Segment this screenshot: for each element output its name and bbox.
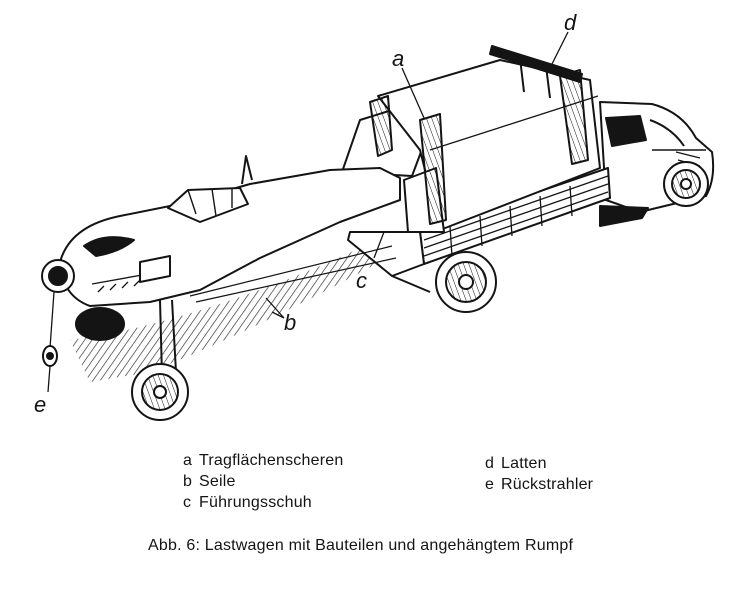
legend-item-e: e Rückstrahler [485,474,593,495]
leader-lines [47,31,569,393]
truck [341,45,715,313]
legend-key: c [183,494,192,511]
ground-shadow [70,248,380,382]
legend-item-b: b Seile [183,471,343,492]
callout-b: b [284,310,296,335]
legend-item-c: c Führungsschuh [183,492,343,513]
legend-item-d: d Latten [485,453,593,474]
legend-key: e [485,476,495,493]
legend-left-column: a Tragflächenscheren b Seile c Führungsschu… [183,450,343,513]
callout-c: c [356,268,367,293]
legend-right-column: d Latten e Rückstrahler [485,453,593,495]
truck-aircraft-illustration: a d c b e [34,10,715,421]
legend-label: Führungsschuh [199,494,312,511]
callout-a: a [392,46,404,71]
aircraft-fuselage [41,155,401,421]
legend-label: Tragflächenscheren [199,452,344,469]
legend-key: d [485,455,495,472]
legend-key: b [183,473,193,490]
figure-caption: Abb. 6: Lastwagen mit Bauteilen und ange… [148,537,574,554]
legend-item-a: a Tragflächenscheren [183,450,343,471]
legend-label: Seile [199,473,236,490]
legend-key: a [183,452,193,469]
callout-d: d [564,10,577,35]
callout-e: e [34,392,46,417]
legend-label: Latten [501,455,547,472]
legend-label: Rückstrahler [501,476,594,493]
